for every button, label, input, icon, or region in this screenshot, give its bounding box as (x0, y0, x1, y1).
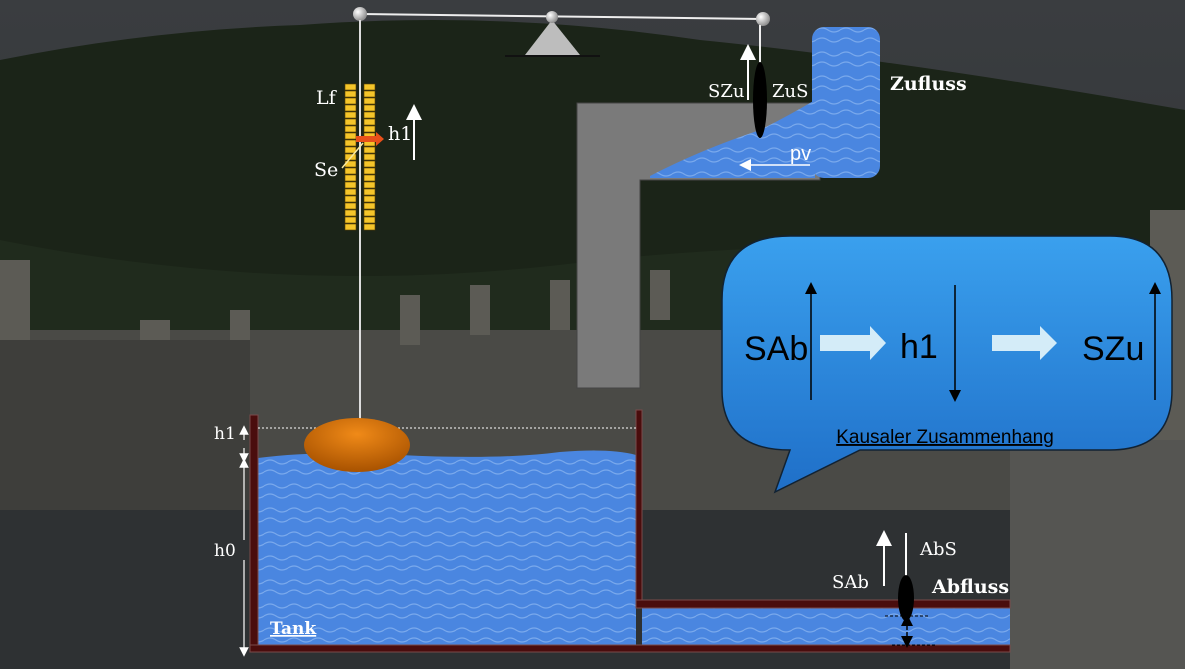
bubble-sab: SAb (744, 330, 808, 368)
sensor-segment (344, 174, 357, 182)
sensor-segment (344, 90, 357, 98)
inflow-water (650, 27, 880, 178)
sensor-segment (363, 195, 376, 203)
sensor-segment (344, 104, 357, 112)
bubble-h1: h1 (900, 328, 938, 366)
lf-label: Lf (316, 87, 338, 109)
sensor-segment (344, 132, 357, 140)
sensor-segment (363, 160, 376, 168)
level-sensor: Lf Se h1 (314, 83, 422, 231)
sensor-arrow-icon (356, 132, 384, 146)
bubble-caption: Kausaler Zusammenhang (836, 427, 1054, 448)
zufluss-label: Zufluss (890, 73, 967, 95)
right-arrow-icon (992, 326, 1057, 360)
sensor-segment (363, 223, 376, 231)
sensor-segment (363, 90, 376, 98)
szu-label: SZu (708, 81, 744, 102)
sensor-segment (363, 174, 376, 182)
sensor-segment (363, 216, 376, 224)
se-label: Se (314, 159, 338, 181)
sensor-segment (344, 181, 357, 189)
sensor-segment (344, 209, 357, 217)
h1-tank-label: h1 (214, 424, 236, 444)
sensor-segment (363, 111, 376, 119)
sensor-segment (344, 188, 357, 196)
sensor-segment (363, 181, 376, 189)
h0-label: h0 (214, 541, 236, 561)
outlet-valve (898, 575, 914, 621)
lever (353, 7, 770, 420)
sensor-segment (344, 216, 357, 224)
sensor-segment (344, 118, 357, 126)
sensor-segment (363, 146, 376, 154)
sensor-segment (363, 188, 376, 196)
float (304, 418, 410, 472)
sensor-segment (344, 167, 357, 175)
bubble-szu: SZu (1082, 330, 1144, 368)
sensor-segment (363, 83, 376, 91)
sensor-segment (363, 118, 376, 126)
sensor-segment (363, 97, 376, 105)
sensor-segment (344, 223, 357, 231)
sensor-segment (363, 167, 376, 175)
tank-label: Tank (270, 619, 317, 639)
sensor-segment (344, 139, 357, 147)
abs-label: AbS (919, 539, 957, 560)
right-arrow-icon (820, 326, 886, 360)
sab-label: SAb (832, 572, 869, 593)
sensor-segment (363, 104, 376, 112)
sensor-segment (344, 146, 357, 154)
tank-dimensions: h1 h0 (214, 424, 249, 657)
sensor-segment (344, 97, 357, 105)
abfluss-label: Abfluss (931, 576, 1009, 598)
sensor-segment (344, 83, 357, 91)
sensor-segment (344, 125, 357, 133)
sensor-segment (363, 209, 376, 217)
sensor-segment (363, 153, 376, 161)
sensor-segment (344, 195, 357, 203)
h1-sensor-label: h1 (388, 123, 412, 145)
pv-label: pv (790, 143, 811, 165)
sensor-segment (344, 202, 357, 210)
sensor-segment (363, 202, 376, 210)
pivot-icon (525, 20, 580, 55)
inlet-valve (753, 62, 767, 138)
zus-label: ZuS (772, 81, 808, 102)
sensor-segment (363, 125, 376, 133)
causal-bubble: SAb h1 SZu Kausaler Zusammenhang (721, 235, 1173, 494)
sensor-segment (344, 111, 357, 119)
tank (249, 409, 1011, 653)
